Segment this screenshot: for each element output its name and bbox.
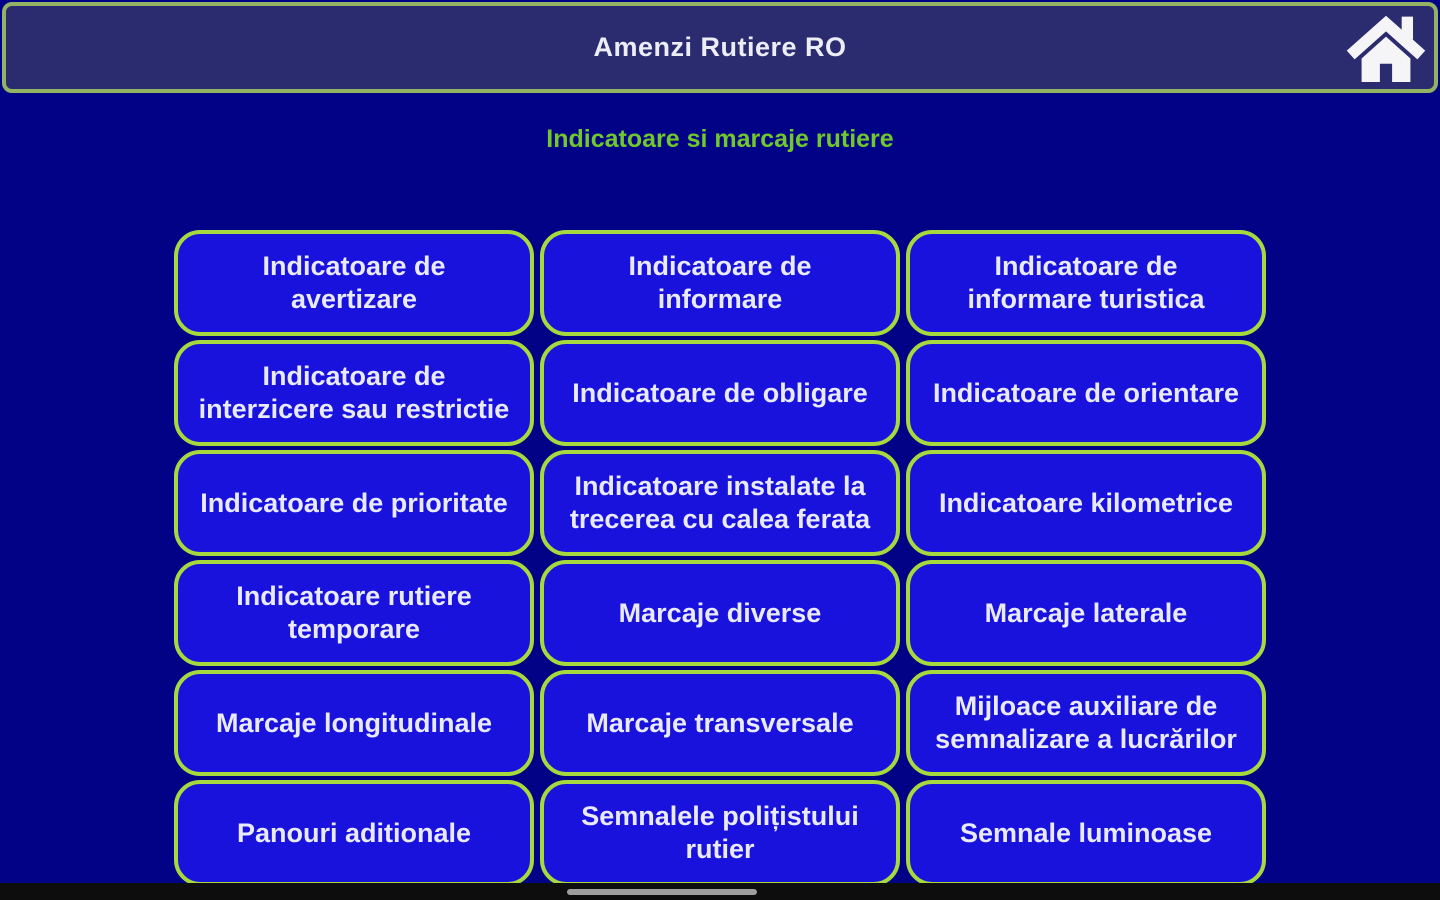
- app-title: Amenzi Rutiere RO: [593, 32, 847, 62]
- category-button-marcaje-laterale[interactable]: Marcaje laterale: [906, 560, 1266, 666]
- category-button-indicatoare-calea-ferata[interactable]: Indicatoare instalate la trecerea cu cal…: [540, 450, 900, 556]
- category-button-marcaje-diverse[interactable]: Marcaje diverse: [540, 560, 900, 666]
- app-title-bar: Amenzi Rutiere RO: [2, 2, 1438, 93]
- category-button-indicatoare-orientare[interactable]: Indicatoare de orientare: [906, 340, 1266, 446]
- page-subtitle: Indicatoare si marcaje rutiere: [546, 125, 894, 153]
- category-button-semnale-luminoase[interactable]: Semnale luminoase: [906, 780, 1266, 886]
- system-nav-bar: [0, 883, 1440, 900]
- home-icon: [1342, 14, 1430, 82]
- category-button-indicatoare-obligare[interactable]: Indicatoare de obligare: [540, 340, 900, 446]
- category-button-semnalele-politistului[interactable]: Semnalele polițistului rutier: [540, 780, 900, 886]
- category-button-indicatoare-rutiere-temporare[interactable]: Indicatoare rutiere temporare: [174, 560, 534, 666]
- category-button-indicatoare-informare[interactable]: Indicatoare de informare: [540, 230, 900, 336]
- home-button[interactable]: [1340, 12, 1432, 84]
- category-button-marcaje-transversale[interactable]: Marcaje transversale: [540, 670, 900, 776]
- category-button-indicatoare-interzicere-restrictie[interactable]: Indicatoare de interzicere sau restricti…: [174, 340, 534, 446]
- gesture-pill[interactable]: [567, 889, 757, 895]
- category-button-indicatoare-avertizare[interactable]: Indicatoare de avertizare: [174, 230, 534, 336]
- category-button-indicatoare-informare-turistica[interactable]: Indicatoare de informare turistica: [906, 230, 1266, 336]
- category-button-indicatoare-prioritate[interactable]: Indicatoare de prioritate: [174, 450, 534, 556]
- category-button-indicatoare-kilometrice[interactable]: Indicatoare kilometrice: [906, 450, 1266, 556]
- category-button-marcaje-longitudinale[interactable]: Marcaje longitudinale: [174, 670, 534, 776]
- category-button-mijloace-auxiliare[interactable]: Mijloace auxiliare de semnalizare a lucr…: [906, 670, 1266, 776]
- category-button-panouri-aditionale[interactable]: Panouri aditionale: [174, 780, 534, 886]
